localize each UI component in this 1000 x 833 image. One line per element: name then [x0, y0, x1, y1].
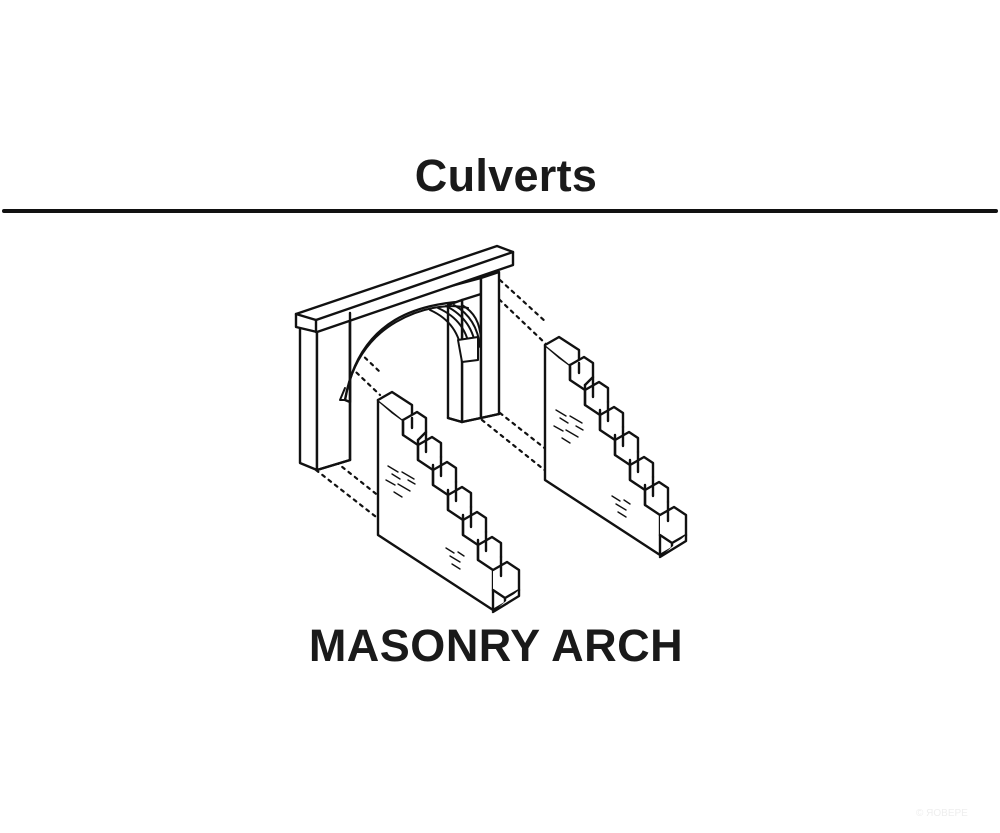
wing-wall-back-right: [543, 335, 688, 559]
watermark: © ЯОВЕРЕ: [916, 808, 968, 819]
figure-caption: MASONRY ARCH: [308, 620, 684, 671]
portal-front-edges: [315, 311, 501, 472]
wing-wall-front-left: [376, 390, 521, 614]
page-title: Culverts: [414, 150, 598, 201]
arch-voussoirs: [339, 304, 482, 423]
stone-texture: [553, 409, 631, 518]
title-divider: [2, 209, 998, 213]
stone-texture: [385, 465, 465, 570]
